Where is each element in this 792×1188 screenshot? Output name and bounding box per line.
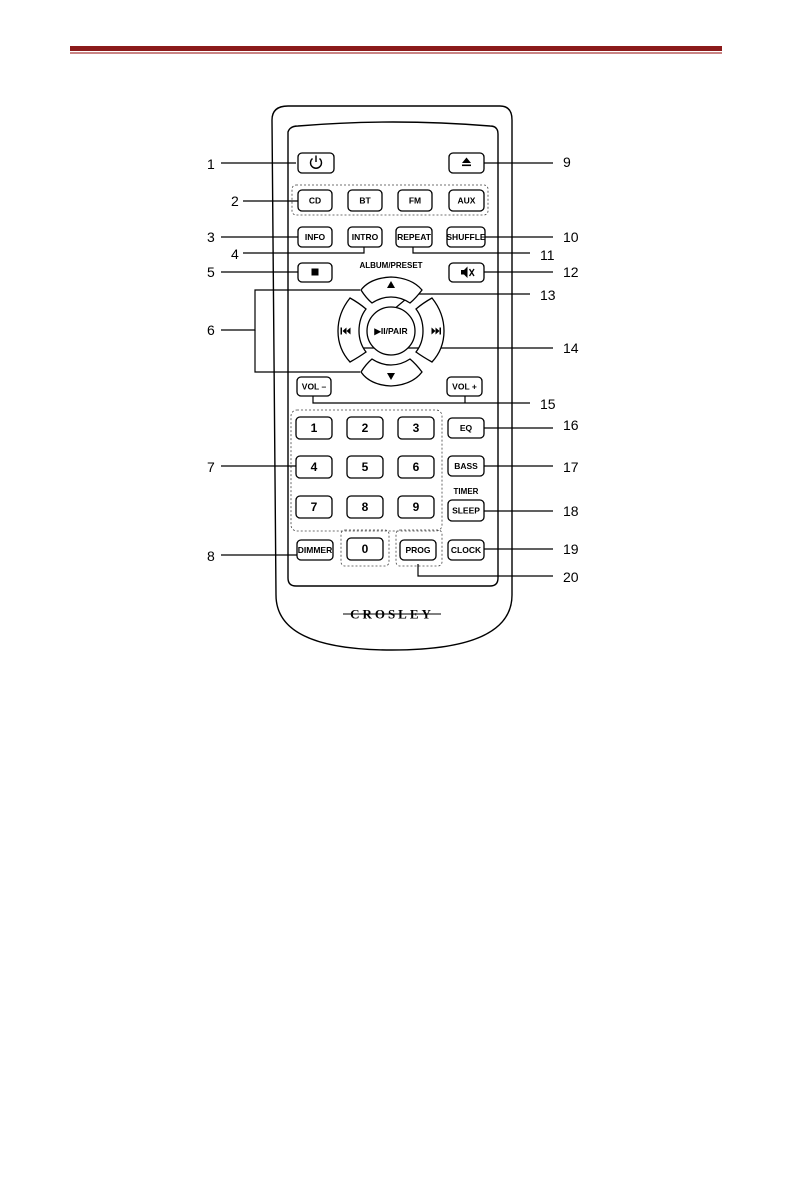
callout-8: 8 bbox=[207, 548, 215, 564]
shuffle-label: SHUFFLE bbox=[446, 232, 486, 242]
bass-label: BASS bbox=[454, 461, 478, 471]
timer-label: TIMER bbox=[454, 487, 479, 496]
callout-1: 1 bbox=[207, 156, 215, 172]
callout-5: 5 bbox=[207, 264, 215, 280]
clock-label: CLOCK bbox=[451, 545, 482, 555]
callout-19: 19 bbox=[563, 541, 579, 557]
callout-18: 18 bbox=[563, 503, 579, 519]
intro-label: INTRO bbox=[352, 232, 379, 242]
digit-7-label: 7 bbox=[311, 500, 318, 514]
vol-plus-label: VOL + bbox=[452, 382, 477, 392]
eq-label: EQ bbox=[460, 423, 473, 433]
callout-17: 17 bbox=[563, 459, 579, 475]
vol-minus-label: VOL – bbox=[302, 382, 327, 392]
bt-label: BT bbox=[359, 196, 371, 206]
callout-4: 4 bbox=[231, 246, 239, 262]
callout-10: 10 bbox=[563, 229, 579, 245]
digit-8-label: 8 bbox=[362, 500, 369, 514]
album-preset-label: ALBUM/PRESET bbox=[359, 261, 422, 270]
prog-label: PROG bbox=[405, 545, 430, 555]
digit-4-label: 4 bbox=[311, 460, 318, 474]
sleep-label: SLEEP bbox=[452, 506, 480, 516]
dimmer-label: DIMMER bbox=[298, 545, 332, 555]
callout-11: 11 bbox=[540, 247, 555, 263]
callout-14: 14 bbox=[563, 340, 579, 356]
callout-15: 15 bbox=[540, 396, 556, 412]
digit-6-label: 6 bbox=[413, 460, 420, 474]
callout-7: 7 bbox=[207, 459, 215, 475]
digit-9-label: 9 bbox=[413, 500, 420, 514]
digit-1-label: 1 bbox=[311, 421, 318, 435]
play-pair-label: ▶II/PAIR bbox=[373, 326, 407, 336]
digit-3-label: 3 bbox=[413, 421, 420, 435]
cd-label: CD bbox=[309, 196, 321, 206]
callout-16: 16 bbox=[563, 417, 579, 433]
callout-12: 12 bbox=[563, 264, 579, 280]
digit-5-label: 5 bbox=[362, 460, 369, 474]
repeat-label: REPEAT bbox=[397, 232, 432, 242]
stop-icon bbox=[312, 269, 319, 276]
fm-label: FM bbox=[409, 196, 421, 206]
digit-2-label: 2 bbox=[362, 421, 369, 435]
info-label: INFO bbox=[305, 232, 326, 242]
digit-0-label: 0 bbox=[362, 542, 369, 556]
callout-3: 3 bbox=[207, 229, 215, 245]
callout-9: 9 bbox=[563, 154, 571, 170]
callout-6: 6 bbox=[207, 322, 215, 338]
callout-13: 13 bbox=[540, 287, 556, 303]
callout-20: 20 bbox=[563, 569, 579, 585]
callout-2: 2 bbox=[231, 193, 239, 209]
aux-label: AUX bbox=[458, 196, 476, 206]
